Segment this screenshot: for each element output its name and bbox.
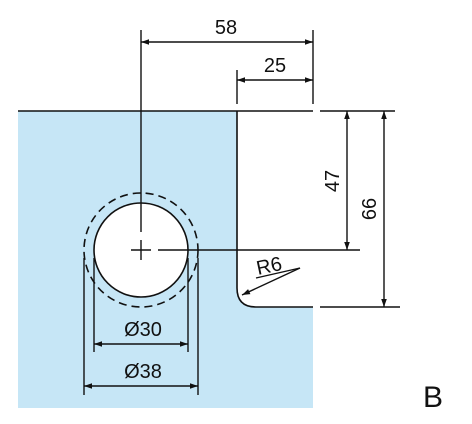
dim-66-label: 66	[359, 198, 381, 220]
view-label: B	[423, 381, 443, 414]
r6-underline	[255, 267, 301, 279]
corner-notch	[237, 111, 313, 307]
dim-d30-label: Ø30	[124, 319, 162, 341]
dim-25-label: 25	[264, 55, 286, 77]
r6-label: R6	[254, 253, 284, 280]
dim-47-label: 47	[322, 170, 344, 192]
notch-outline	[236, 111, 313, 308]
dim-58-label: 58	[215, 17, 237, 39]
r6-leader	[241, 267, 301, 296]
dim-d38-label: Ø38	[124, 361, 162, 383]
